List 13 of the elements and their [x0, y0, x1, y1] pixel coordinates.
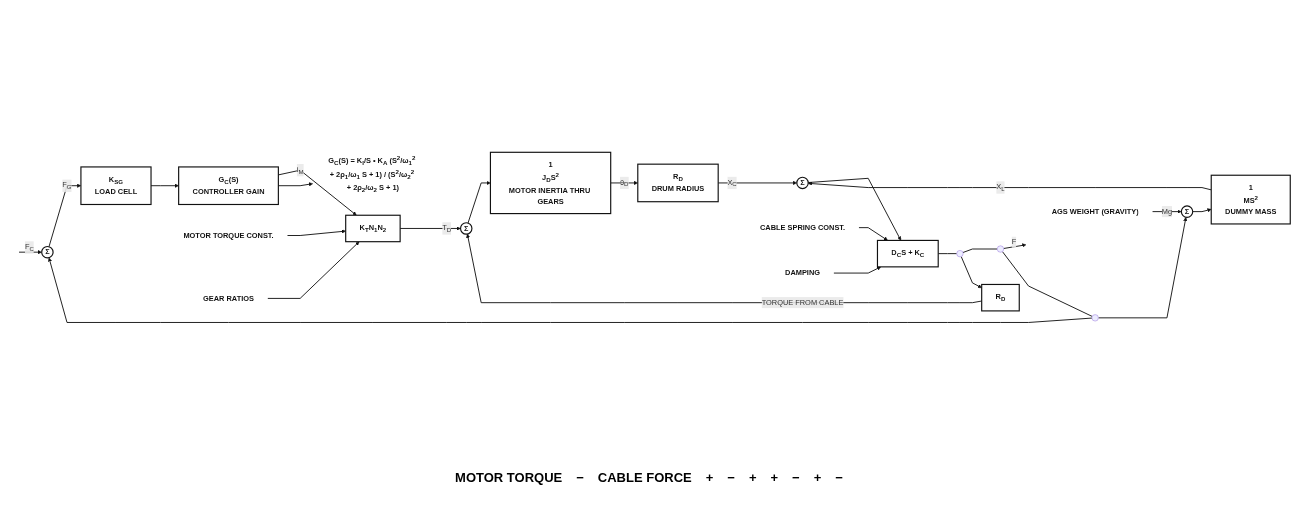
signal-label: −	[727, 470, 735, 485]
node-circle	[1091, 314, 1099, 322]
signal-label: +	[770, 470, 779, 485]
signal-label: +	[748, 470, 757, 485]
signal-label: −	[792, 470, 800, 485]
signal-label: +	[705, 470, 714, 485]
node-circle	[956, 250, 964, 258]
signal-label: CABLE FORCE	[597, 470, 692, 485]
node-circle	[997, 245, 1004, 253]
signal-label: MOTOR TORQUE	[455, 470, 563, 485]
signal-label: −	[576, 470, 584, 485]
signal-label: +	[813, 470, 822, 485]
signal-label: −	[835, 470, 843, 485]
